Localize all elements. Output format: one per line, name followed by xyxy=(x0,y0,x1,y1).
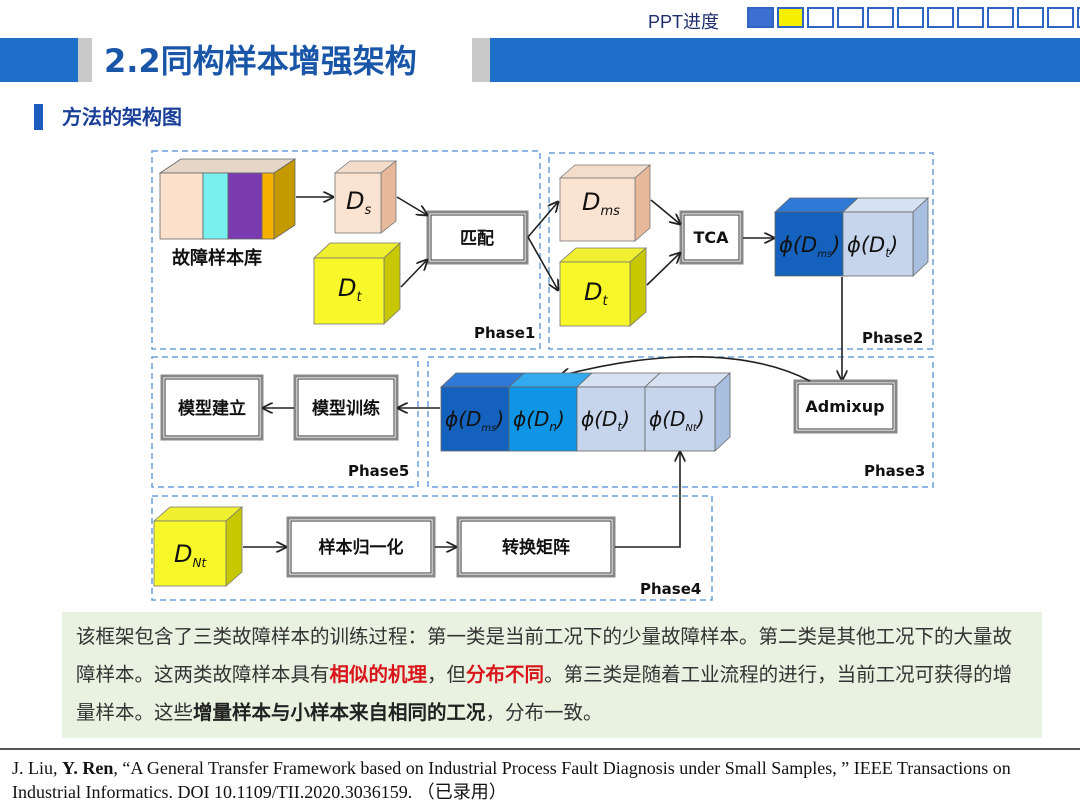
transform-box xyxy=(456,516,616,578)
svg-text:DNt: DNt xyxy=(174,540,207,570)
svg-text:Ds: Ds xyxy=(346,187,371,218)
progress-box xyxy=(837,7,864,28)
svg-text:ϕ(Dms): ϕ(Dms) xyxy=(779,233,840,260)
phase1-frame xyxy=(151,150,541,350)
progress-box xyxy=(867,7,894,28)
match-label: 匹配 xyxy=(460,229,494,249)
library-label: 故障样本库 xyxy=(172,247,262,269)
progress-indicator xyxy=(747,7,1080,31)
description-text: 该框架包含了三类故障样本的训练过程：第一类是当前工况下的少量故障样本。第二类是其… xyxy=(76,625,1013,724)
svg-text:Dt: Dt xyxy=(338,274,362,305)
train-label: 模型训练 xyxy=(312,398,380,419)
highlight-same-condition: 增量样本与小样本来自相同的工况 xyxy=(193,701,486,724)
title-bar-accent-right xyxy=(472,38,490,82)
build-label: 模型建立 xyxy=(178,398,246,419)
svg-text:ϕ(DNt): ϕ(DNt) xyxy=(649,407,705,434)
svg-text:ϕ(Dn): ϕ(Dn) xyxy=(513,407,565,434)
reference-citation: J. Liu, Y. Ren, “A General Transfer Fram… xyxy=(12,758,1011,803)
phase2-label: Phase2 xyxy=(862,329,923,347)
ds-cube xyxy=(333,160,398,234)
phase4-label: Phase4 xyxy=(640,580,701,598)
ppt-progress-label: PPT进度 xyxy=(648,12,720,32)
progress-box xyxy=(897,7,924,28)
phi-ms-t-cube xyxy=(773,197,930,277)
phi-four-cube xyxy=(439,372,732,452)
svg-text:ϕ(Dms): ϕ(Dms) xyxy=(445,407,504,434)
phase2-frame xyxy=(548,152,934,350)
highlight-similar-mechanism: 相似的机理 xyxy=(329,663,428,686)
fault-library-cube xyxy=(158,158,297,240)
phase1-label: Phase1 xyxy=(474,324,535,342)
progress-box xyxy=(1017,7,1044,28)
dt2-cube xyxy=(558,247,648,327)
progress-box xyxy=(1047,7,1074,28)
section-title: 方法的架构图 xyxy=(62,105,182,129)
progress-box xyxy=(777,7,804,28)
admixup-box xyxy=(793,379,898,434)
svg-text:ϕ(Dt): ϕ(Dt) xyxy=(847,233,898,260)
transform-label: 转换矩阵 xyxy=(502,537,570,558)
tca-label: TCA xyxy=(693,228,729,247)
phase4-frame xyxy=(151,495,713,601)
progress-box xyxy=(1077,7,1080,28)
tca-box xyxy=(679,210,744,265)
page-title: 2.2同构样本增强架构 xyxy=(104,42,417,80)
section-marker xyxy=(34,104,43,130)
footer-divider xyxy=(0,748,1080,750)
title-bar-white xyxy=(78,38,490,82)
description-box xyxy=(62,612,1042,738)
dms-cube xyxy=(558,164,652,242)
normalize-label: 样本归一化 xyxy=(319,537,404,558)
normalize-box xyxy=(286,516,436,578)
progress-box xyxy=(807,7,834,28)
highlight-different-distribution: 分布不同 xyxy=(466,663,545,686)
progress-box xyxy=(747,7,774,28)
admixup-label: Admixup xyxy=(805,397,884,416)
dnt-cube xyxy=(152,506,244,587)
match-box xyxy=(426,210,529,265)
progress-box xyxy=(927,7,954,28)
svg-text:ϕ(Dt): ϕ(Dt) xyxy=(581,407,630,434)
progress-box xyxy=(987,7,1014,28)
title-bar-accent-left xyxy=(78,38,92,82)
phase5-frame xyxy=(151,356,419,488)
svg-text:Dms: Dms xyxy=(582,188,620,219)
phase5-label: Phase5 xyxy=(348,462,409,480)
phase3-label: Phase3 xyxy=(864,462,925,480)
svg-text:Dt: Dt xyxy=(584,278,608,309)
dt-cube xyxy=(312,242,402,325)
train-box xyxy=(293,374,399,441)
build-box xyxy=(160,374,264,441)
progress-box xyxy=(957,7,984,28)
